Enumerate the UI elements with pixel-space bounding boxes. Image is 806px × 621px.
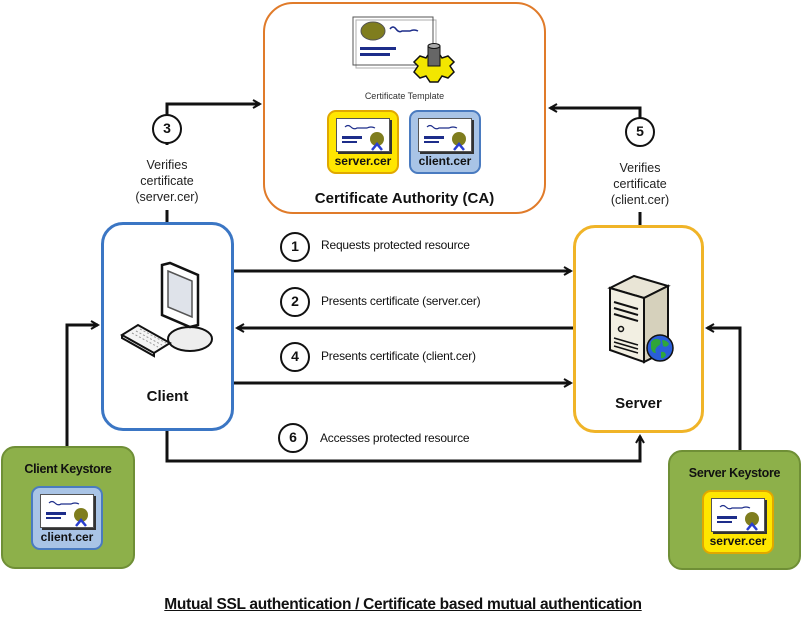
client-keystore[interactable]: Client Keystore client.cer bbox=[1, 446, 135, 569]
certificate-icon bbox=[711, 498, 765, 532]
server-label: Server bbox=[615, 395, 662, 412]
verify-client-cert-text: Verifies certificate (client.cer) bbox=[580, 160, 700, 208]
certificate-icon bbox=[40, 494, 94, 528]
cert-label: client.cer bbox=[40, 530, 94, 544]
step-1-text: Requests protected resource bbox=[321, 238, 470, 252]
verify-line: certificate bbox=[140, 174, 194, 188]
step-4-badge: 4 bbox=[280, 342, 310, 372]
certificate-authority-box[interactable]: Certificate Template server.cer client.c… bbox=[263, 2, 546, 214]
cert-label: server.cer bbox=[334, 154, 392, 168]
step-6-badge: 6 bbox=[278, 423, 308, 453]
server-keystore-cert[interactable]: server.cer bbox=[702, 490, 774, 554]
cert-label: client.cer bbox=[418, 154, 472, 168]
client-keystore-cert[interactable]: client.cer bbox=[31, 486, 103, 550]
server-icon bbox=[607, 274, 674, 364]
step-4-text: Presents certificate (client.cer) bbox=[321, 349, 476, 363]
verify-server-cert-text: Verifies certificate (server.cer) bbox=[107, 157, 227, 205]
client-label: Client bbox=[146, 388, 189, 405]
arrow-server-keystore bbox=[707, 328, 742, 450]
step-1-badge: 1 bbox=[280, 232, 310, 262]
step-2-badge: 2 bbox=[280, 287, 310, 317]
ca-title: Certificate Authority (CA) bbox=[314, 190, 495, 207]
server-box[interactable]: Server bbox=[573, 225, 704, 433]
certificate-icon bbox=[336, 118, 390, 152]
verify-line: Verifies bbox=[619, 161, 661, 175]
verify-line: Verifies bbox=[146, 158, 188, 172]
step-3-badge: 3 bbox=[152, 114, 182, 144]
certificate-icon bbox=[418, 118, 472, 152]
server-keystore[interactable]: Server Keystore server.cer bbox=[668, 450, 801, 570]
arrow-step-6 bbox=[165, 431, 640, 463]
step-2-text: Presents certificate (server.cer) bbox=[321, 294, 481, 308]
verify-line: (server.cer) bbox=[135, 190, 199, 204]
arrow-client-keystore bbox=[65, 325, 98, 446]
server-keystore-title: Server Keystore bbox=[688, 466, 781, 480]
verify-line: (client.cer) bbox=[610, 193, 670, 207]
client-box[interactable]: Client bbox=[101, 222, 234, 431]
computer-icon bbox=[120, 261, 213, 358]
client-keystore-title: Client Keystore bbox=[24, 462, 112, 476]
certificate-template-label: Certificate Template bbox=[364, 91, 445, 101]
ca-server-cert[interactable]: server.cer bbox=[327, 110, 399, 174]
verify-line: certificate bbox=[613, 177, 667, 191]
diagram-caption: Mutual SSL authentication / Certificate … bbox=[164, 596, 642, 613]
ca-client-cert[interactable]: client.cer bbox=[409, 110, 481, 174]
cert-label: server.cer bbox=[709, 534, 767, 548]
step-5-badge: 5 bbox=[625, 117, 655, 147]
step-6-text: Accesses protected resource bbox=[320, 431, 470, 445]
certificate-template-icon bbox=[352, 16, 456, 83]
